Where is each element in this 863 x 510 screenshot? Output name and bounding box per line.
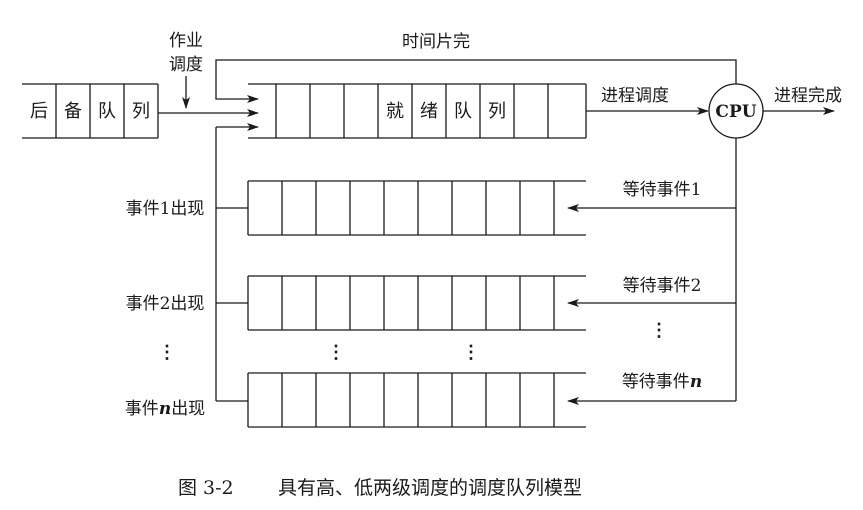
wait-event-2-label: 等待事件2 — [623, 276, 702, 296]
backup-queue: 后 备 队 列 — [22, 83, 159, 139]
backup-cell-4: 列 — [132, 101, 150, 122]
backup-cell-1: 后 — [30, 101, 48, 122]
backup-cell-3: 队 — [98, 101, 116, 122]
cpu-label: CPU — [715, 102, 756, 122]
ellipsis-right: ⋮ — [650, 320, 668, 341]
figure-caption: 具有高、低两级调度的调度队列模型 — [278, 477, 582, 499]
ellipsis-left: ⋮ — [158, 342, 176, 363]
time-slice-label: 时间片完 — [402, 32, 470, 52]
backup-cell-2: 备 — [64, 101, 82, 122]
ellipsis-mid-2: ⋮ — [462, 342, 480, 363]
event-queue-1 — [247, 180, 586, 236]
process-done-label: 进程完成 — [774, 86, 842, 106]
event-n-occur-label: 事件n出现 — [125, 399, 205, 419]
job-scheduling-label-2: 调度 — [169, 55, 203, 75]
time-slice-loop-line — [215, 59, 737, 103]
figure-number: 图 3-2 — [178, 477, 234, 499]
wait-event-1-label: 等待事件1 — [623, 180, 702, 200]
ellipsis-mid-1: ⋮ — [327, 342, 345, 363]
ready-cell-8: 列 — [488, 101, 506, 122]
process-scheduling-label: 进程调度 — [601, 86, 669, 106]
wait-event-n-label: 等待事件n — [622, 372, 702, 392]
event-queue-2 — [247, 275, 586, 331]
event-2-occur-label: 事件2出现 — [126, 294, 205, 314]
event-queue-n — [247, 372, 586, 428]
ready-cell-7: 队 — [454, 101, 472, 122]
ready-queue: 就 绪 队 列 — [248, 83, 587, 139]
event-1-occur-label: 事件1出现 — [126, 199, 205, 219]
ready-cell-5: 就 — [386, 101, 404, 122]
ready-cell-6: 绪 — [420, 101, 438, 122]
job-scheduling-label-1: 作业 — [169, 31, 203, 51]
